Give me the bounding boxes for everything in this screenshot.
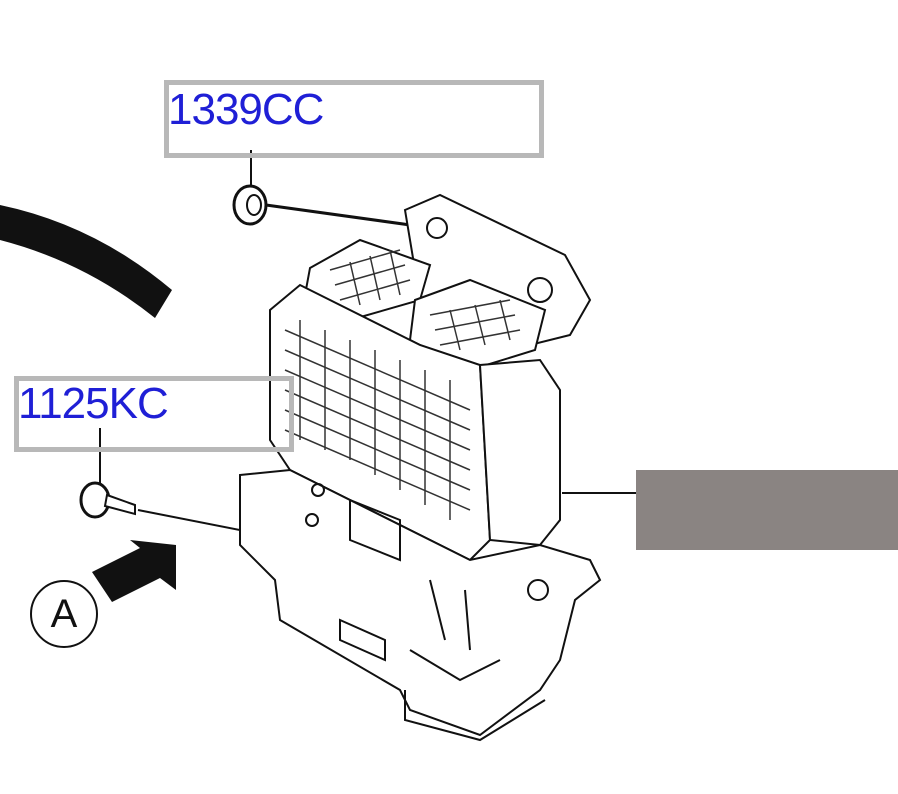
view-marker: A [30, 580, 98, 648]
connector-grid [329, 249, 521, 351]
fastener-line-top [265, 203, 433, 230]
view-arrow-icon [92, 540, 176, 602]
bolt-icon [79, 481, 136, 519]
fuse-grid [284, 320, 471, 520]
redacted-label [636, 470, 898, 550]
part-number-label-top: 1339CC [168, 85, 324, 134]
callout-box-left [14, 376, 294, 452]
wire-harness [0, 205, 172, 318]
part-number-label-left: 1125KC [18, 379, 169, 428]
nut-icon [232, 184, 268, 226]
callout-box-top [164, 80, 544, 158]
junction-box [239, 193, 602, 742]
housing-details [305, 483, 501, 682]
